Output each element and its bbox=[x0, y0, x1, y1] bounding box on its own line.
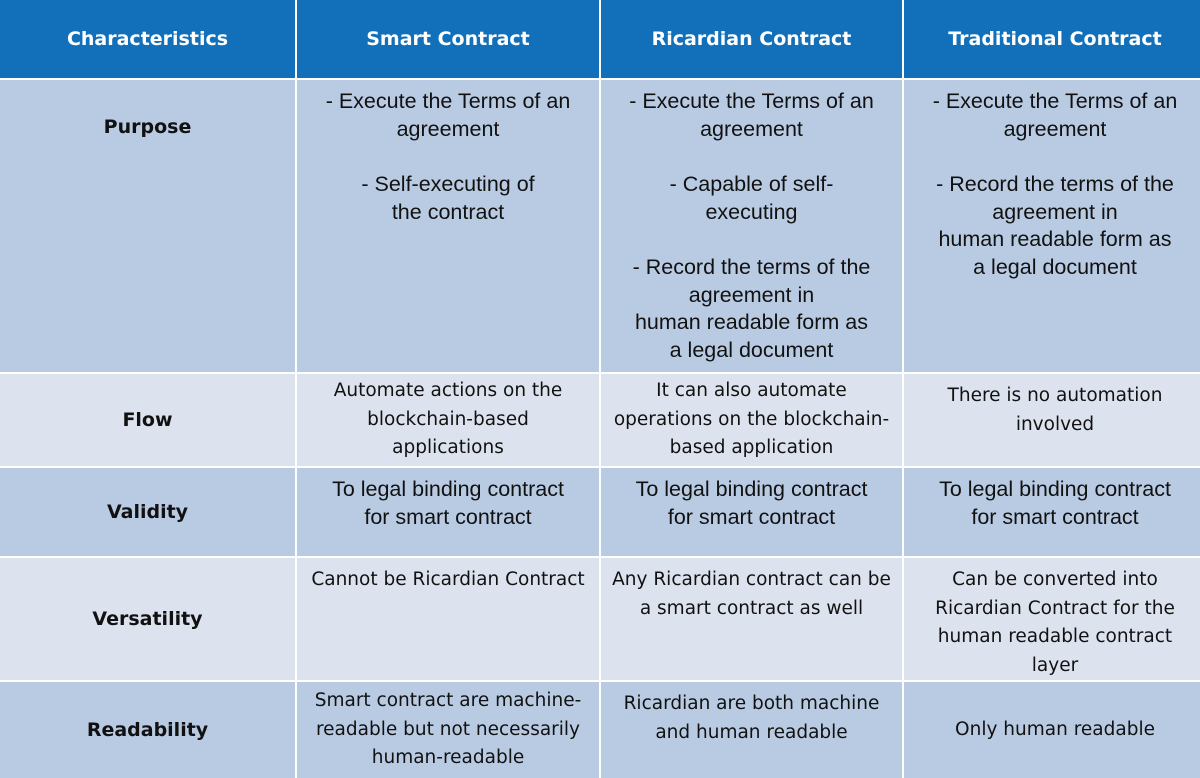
header-traditional-contract: Traditional Contract bbox=[904, 0, 1200, 78]
validity-smart-text: To legal binding contract for smart cont… bbox=[332, 477, 564, 529]
flow-ricardian-text: It can also automate operations on the b… bbox=[613, 380, 890, 459]
cell-versatility-traditional: Can be converted into Ricardian Contract… bbox=[904, 558, 1200, 680]
cell-readability-traditional: Only human readable bbox=[904, 682, 1200, 778]
row-label-flow: Flow bbox=[0, 374, 295, 466]
flow-traditional-text: There is no automation involved bbox=[947, 385, 1163, 435]
cell-validity-ricardian: To legal binding contract for smart cont… bbox=[601, 468, 902, 556]
cell-versatility-smart: Cannot be Ricardian Contract bbox=[297, 558, 599, 680]
header-ricardian-contract: Ricardian Contract bbox=[601, 0, 902, 78]
purpose-ricardian-point-1: - Execute the Terms of an agreement bbox=[629, 89, 874, 141]
purpose-smart-point-1: - Execute the Terms of an agreement bbox=[325, 89, 571, 141]
cell-versatility-ricardian: Any Ricardian contract can be a smart co… bbox=[601, 558, 902, 680]
purpose-smart-point-2: - Self-executing of the contract bbox=[361, 172, 535, 224]
row-label-purpose: Purpose bbox=[0, 80, 295, 372]
row-label-readability: Readability bbox=[0, 682, 295, 778]
cell-flow-traditional: There is no automation involved bbox=[904, 374, 1200, 466]
cell-flow-smart: Automate actions on the blockchain-based… bbox=[297, 374, 599, 466]
header-characteristics: Characteristics bbox=[0, 0, 295, 78]
purpose-traditional-point-2: - Record the terms of the agreement in h… bbox=[936, 172, 1174, 279]
validity-ricardian-text: To legal binding contract for smart cont… bbox=[635, 477, 868, 529]
cell-purpose-smart: - Execute the Terms of an agreement - Se… bbox=[297, 80, 599, 372]
cell-flow-ricardian: It can also automate operations on the b… bbox=[601, 374, 902, 466]
readability-traditional-text: Only human readable bbox=[955, 718, 1155, 740]
row-label-versatility: Versatility bbox=[0, 558, 295, 680]
readability-smart-text: Smart contract are machine- readable but… bbox=[314, 690, 582, 769]
row-label-validity: Validity bbox=[0, 468, 295, 556]
cell-validity-smart: To legal binding contract for smart cont… bbox=[297, 468, 599, 556]
cell-readability-ricardian: Ricardian are both machine and human rea… bbox=[601, 682, 902, 778]
purpose-traditional-point-1: - Execute the Terms of an agreement bbox=[932, 89, 1178, 141]
versatility-ricardian-text: Any Ricardian contract can be a smart co… bbox=[612, 569, 891, 619]
flow-smart-text: Automate actions on the blockchain-based… bbox=[333, 380, 563, 459]
purpose-ricardian-point-2: - Capable of self- executing bbox=[669, 172, 834, 224]
readability-ricardian-text: Ricardian are both machine and human rea… bbox=[623, 693, 880, 743]
cell-purpose-traditional: - Execute the Terms of an agreement - Re… bbox=[904, 80, 1200, 372]
versatility-smart-text: Cannot be Ricardian Contract bbox=[311, 569, 585, 590]
cell-purpose-ricardian: - Execute the Terms of an agreement - Ca… bbox=[601, 80, 902, 372]
purpose-ricardian-point-3: - Record the terms of the agreement in h… bbox=[632, 255, 871, 362]
cell-readability-smart: Smart contract are machine- readable but… bbox=[297, 682, 599, 778]
cell-validity-traditional: To legal binding contract for smart cont… bbox=[904, 468, 1200, 556]
versatility-traditional-text: Can be converted into Ricardian Contract… bbox=[935, 569, 1175, 676]
header-smart-contract: Smart Contract bbox=[297, 0, 599, 78]
validity-traditional-text: To legal binding contract for smart cont… bbox=[939, 477, 1171, 529]
